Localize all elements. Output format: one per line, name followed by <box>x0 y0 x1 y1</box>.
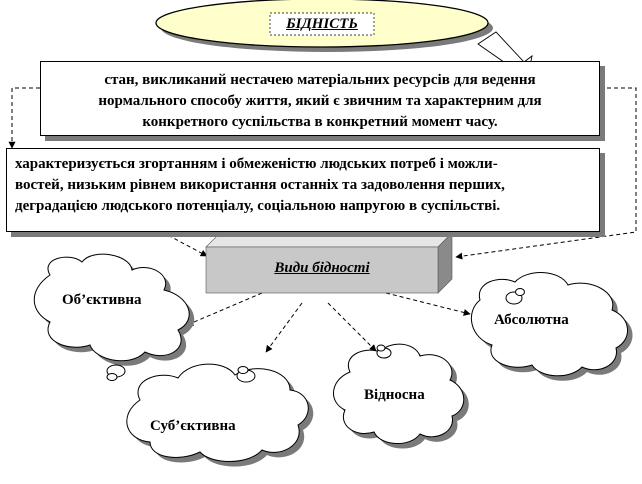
definition-line: конкретного суспільства в конкретний мом… <box>142 114 498 130</box>
definition-line: стан, викликаний нестачею матеріальних р… <box>104 72 536 88</box>
definition-line: нормального способу життя, який є звични… <box>98 93 542 109</box>
type-relative-label: Відносна <box>364 387 425 403</box>
arrow-to-relative <box>327 302 377 352</box>
connector-arrows <box>8 87 637 353</box>
cloud-relative <box>333 343 469 449</box>
arrow-to-subjective <box>265 302 303 353</box>
arrow-char-to-types <box>161 231 208 257</box>
title-label: БІДНІСТЬ <box>286 16 358 32</box>
characteristics-line: деградацією людського потенціалу, соціал… <box>15 198 501 214</box>
title-ellipse <box>155 0 493 52</box>
arrow-to-absolute <box>385 292 471 316</box>
type-objective-label: Об’єктивна <box>62 292 142 308</box>
characteristics-box: характеризується згортанням і обмеженіст… <box>6 148 600 232</box>
type-absolute-label: Абсолютна <box>494 312 569 328</box>
definition-box: стан, викликаний нестачею матеріальних р… <box>40 61 600 136</box>
types-header-label: Види бідності <box>274 260 370 276</box>
cloud-subjective <box>126 363 314 467</box>
arrow-def-to-types <box>455 87 637 260</box>
type-subjective-label: Суб’єктивна <box>150 418 236 434</box>
types-header-box <box>205 232 453 294</box>
arrow-to-objective <box>186 292 263 326</box>
characteristics-line: характеризується згортанням і обмеженіст… <box>15 156 498 172</box>
arrow-def-to-char <box>8 87 40 149</box>
cloud-objective <box>33 253 195 381</box>
characteristics-line: востей, низьким рівнем використання оста… <box>15 177 505 193</box>
cloud-absolute <box>471 272 633 381</box>
